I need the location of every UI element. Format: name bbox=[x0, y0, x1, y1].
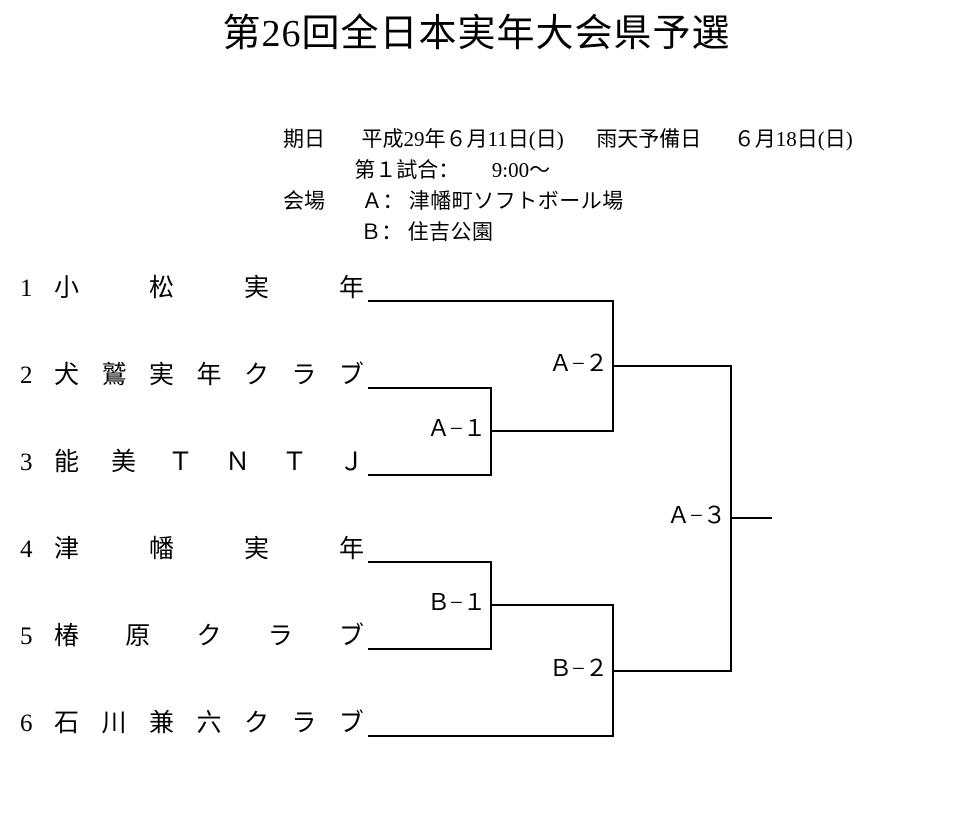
team-name-char: 実 bbox=[148, 362, 174, 389]
team-name-char: 松 bbox=[148, 275, 174, 302]
team-seed: 2 bbox=[20, 362, 33, 389]
venue-b-code: Ｂ： bbox=[360, 220, 403, 244]
bracket-line-team6 bbox=[368, 735, 614, 737]
rain-date-value: ６月18日(日) bbox=[733, 127, 853, 151]
team-name: 小松実年 bbox=[54, 272, 364, 306]
team-name-char: 幡 bbox=[148, 536, 174, 563]
team-name-char: Ｔ bbox=[281, 449, 307, 476]
team-name-char: 鷲 bbox=[101, 362, 127, 389]
team-seed: 4 bbox=[20, 536, 33, 563]
first-game-value: 9:00〜 bbox=[491, 158, 551, 182]
team-name-char: ブ bbox=[338, 362, 364, 389]
bracket-team-2[interactable]: 2 犬鷲実年クラブ bbox=[20, 359, 370, 393]
match-label-a2[interactable]: Ａ−２ bbox=[549, 351, 608, 376]
team-name-char: ク bbox=[243, 710, 269, 737]
team-name-char: 兼 bbox=[148, 710, 174, 737]
team-name-char: ラ bbox=[267, 623, 293, 650]
rain-date-label: 雨天予備日 bbox=[596, 127, 702, 151]
team-name-char: 能 bbox=[54, 449, 80, 476]
match-label-a1[interactable]: Ａ−１ bbox=[427, 416, 486, 441]
venue-a-name: 津幡町ソフトボール場 bbox=[408, 189, 624, 213]
bracket-line-team5 bbox=[368, 648, 492, 650]
team-seed: 6 bbox=[20, 710, 33, 737]
team-name-char: Ｔ bbox=[167, 449, 193, 476]
team-name: 椿原クラブ bbox=[54, 620, 364, 654]
team-name-char: ラ bbox=[291, 710, 317, 737]
team-name: 津幡実年 bbox=[54, 533, 364, 567]
bracket-line-a2-winner bbox=[612, 365, 732, 367]
team-name-char: ク bbox=[196, 623, 222, 650]
bracket-vline-b2 bbox=[612, 604, 614, 735]
team-seed: 1 bbox=[20, 275, 33, 302]
team-name-char: 津 bbox=[54, 536, 80, 563]
team-name-char: ブ bbox=[338, 623, 364, 650]
event-info: 期日 平成29年６月11日(日) 雨天予備日 ６月18日(日) 第１試合： 9:… bbox=[283, 124, 853, 248]
team-name-char: 年 bbox=[338, 275, 364, 302]
team-name-char: 年 bbox=[338, 536, 364, 563]
match-label-b1[interactable]: Ｂ−１ bbox=[427, 590, 486, 615]
team-seed: 3 bbox=[20, 449, 33, 476]
bracket-line-team3 bbox=[368, 474, 492, 476]
team-name-char: Ｎ bbox=[224, 449, 250, 476]
first-game-line: 第１試合： 9:00〜 bbox=[283, 155, 853, 186]
bracket-line-a1-winner bbox=[490, 430, 614, 432]
bracket-line-b1-winner bbox=[490, 604, 614, 606]
team-name-char: 実 bbox=[243, 275, 269, 302]
date-label: 期日 bbox=[283, 127, 325, 151]
bracket-line-b2-winner bbox=[612, 670, 732, 672]
venue-line-b: Ｂ： 住吉公園 bbox=[283, 217, 853, 248]
team-name-char: 六 bbox=[196, 710, 222, 737]
venue-a-code: Ａ： bbox=[361, 189, 404, 213]
team-name-char: 椿 bbox=[54, 623, 80, 650]
bracket-team-6[interactable]: 6 石川兼六クラブ bbox=[20, 707, 370, 741]
bracket-team-3[interactable]: 3 能 美 Ｔ Ｎ Ｔ Ｊ bbox=[20, 446, 370, 480]
bracket-line-champion bbox=[730, 517, 772, 519]
bracket-team-1[interactable]: 1 小 松 実 年 bbox=[20, 272, 370, 306]
team-name-char: 川 bbox=[101, 710, 127, 737]
team-name-char: Ｊ bbox=[338, 449, 364, 476]
team-seed: 5 bbox=[20, 623, 33, 650]
venue-b-name: 住吉公園 bbox=[407, 220, 494, 244]
team-name-char: 原 bbox=[125, 623, 151, 650]
team-name-char: 美 bbox=[110, 449, 136, 476]
date-value: 平成29年６月11日(日) bbox=[361, 127, 564, 151]
team-name-char: ラ bbox=[291, 362, 317, 389]
match-label-a3[interactable]: Ａ−３ bbox=[667, 503, 726, 528]
match-label-b2[interactable]: Ｂ−２ bbox=[549, 656, 608, 681]
page-title: 第26回全日本実年大会県予選 bbox=[222, 13, 731, 55]
bracket-line-team2 bbox=[368, 387, 492, 389]
team-name-char: ブ bbox=[338, 710, 364, 737]
event-date-line: 期日 平成29年６月11日(日) 雨天予備日 ６月18日(日) bbox=[283, 124, 853, 155]
venue-line-a: 会場 Ａ： 津幡町ソフトボール場 bbox=[283, 186, 853, 217]
team-name: 石川兼六クラブ bbox=[54, 707, 364, 741]
bracket-team-5[interactable]: 5 椿 原 ク ラ ブ bbox=[20, 620, 370, 654]
team-name-char: 小 bbox=[54, 275, 80, 302]
bracket-line-team1 bbox=[368, 300, 614, 302]
team-name-char: 年 bbox=[196, 362, 222, 389]
team-name-char: 犬 bbox=[54, 362, 80, 389]
team-name-char: 実 bbox=[243, 536, 269, 563]
team-name-char: 石 bbox=[54, 710, 80, 737]
bracket-team-4[interactable]: 4 津 幡 実 年 bbox=[20, 533, 370, 567]
venue-label: 会場 bbox=[283, 189, 325, 213]
team-name-char: ク bbox=[243, 362, 269, 389]
first-game-label: 第１試合： bbox=[354, 158, 460, 182]
bracket-line-team4 bbox=[368, 561, 492, 563]
team-name: 犬鷲実年クラブ bbox=[54, 359, 364, 393]
